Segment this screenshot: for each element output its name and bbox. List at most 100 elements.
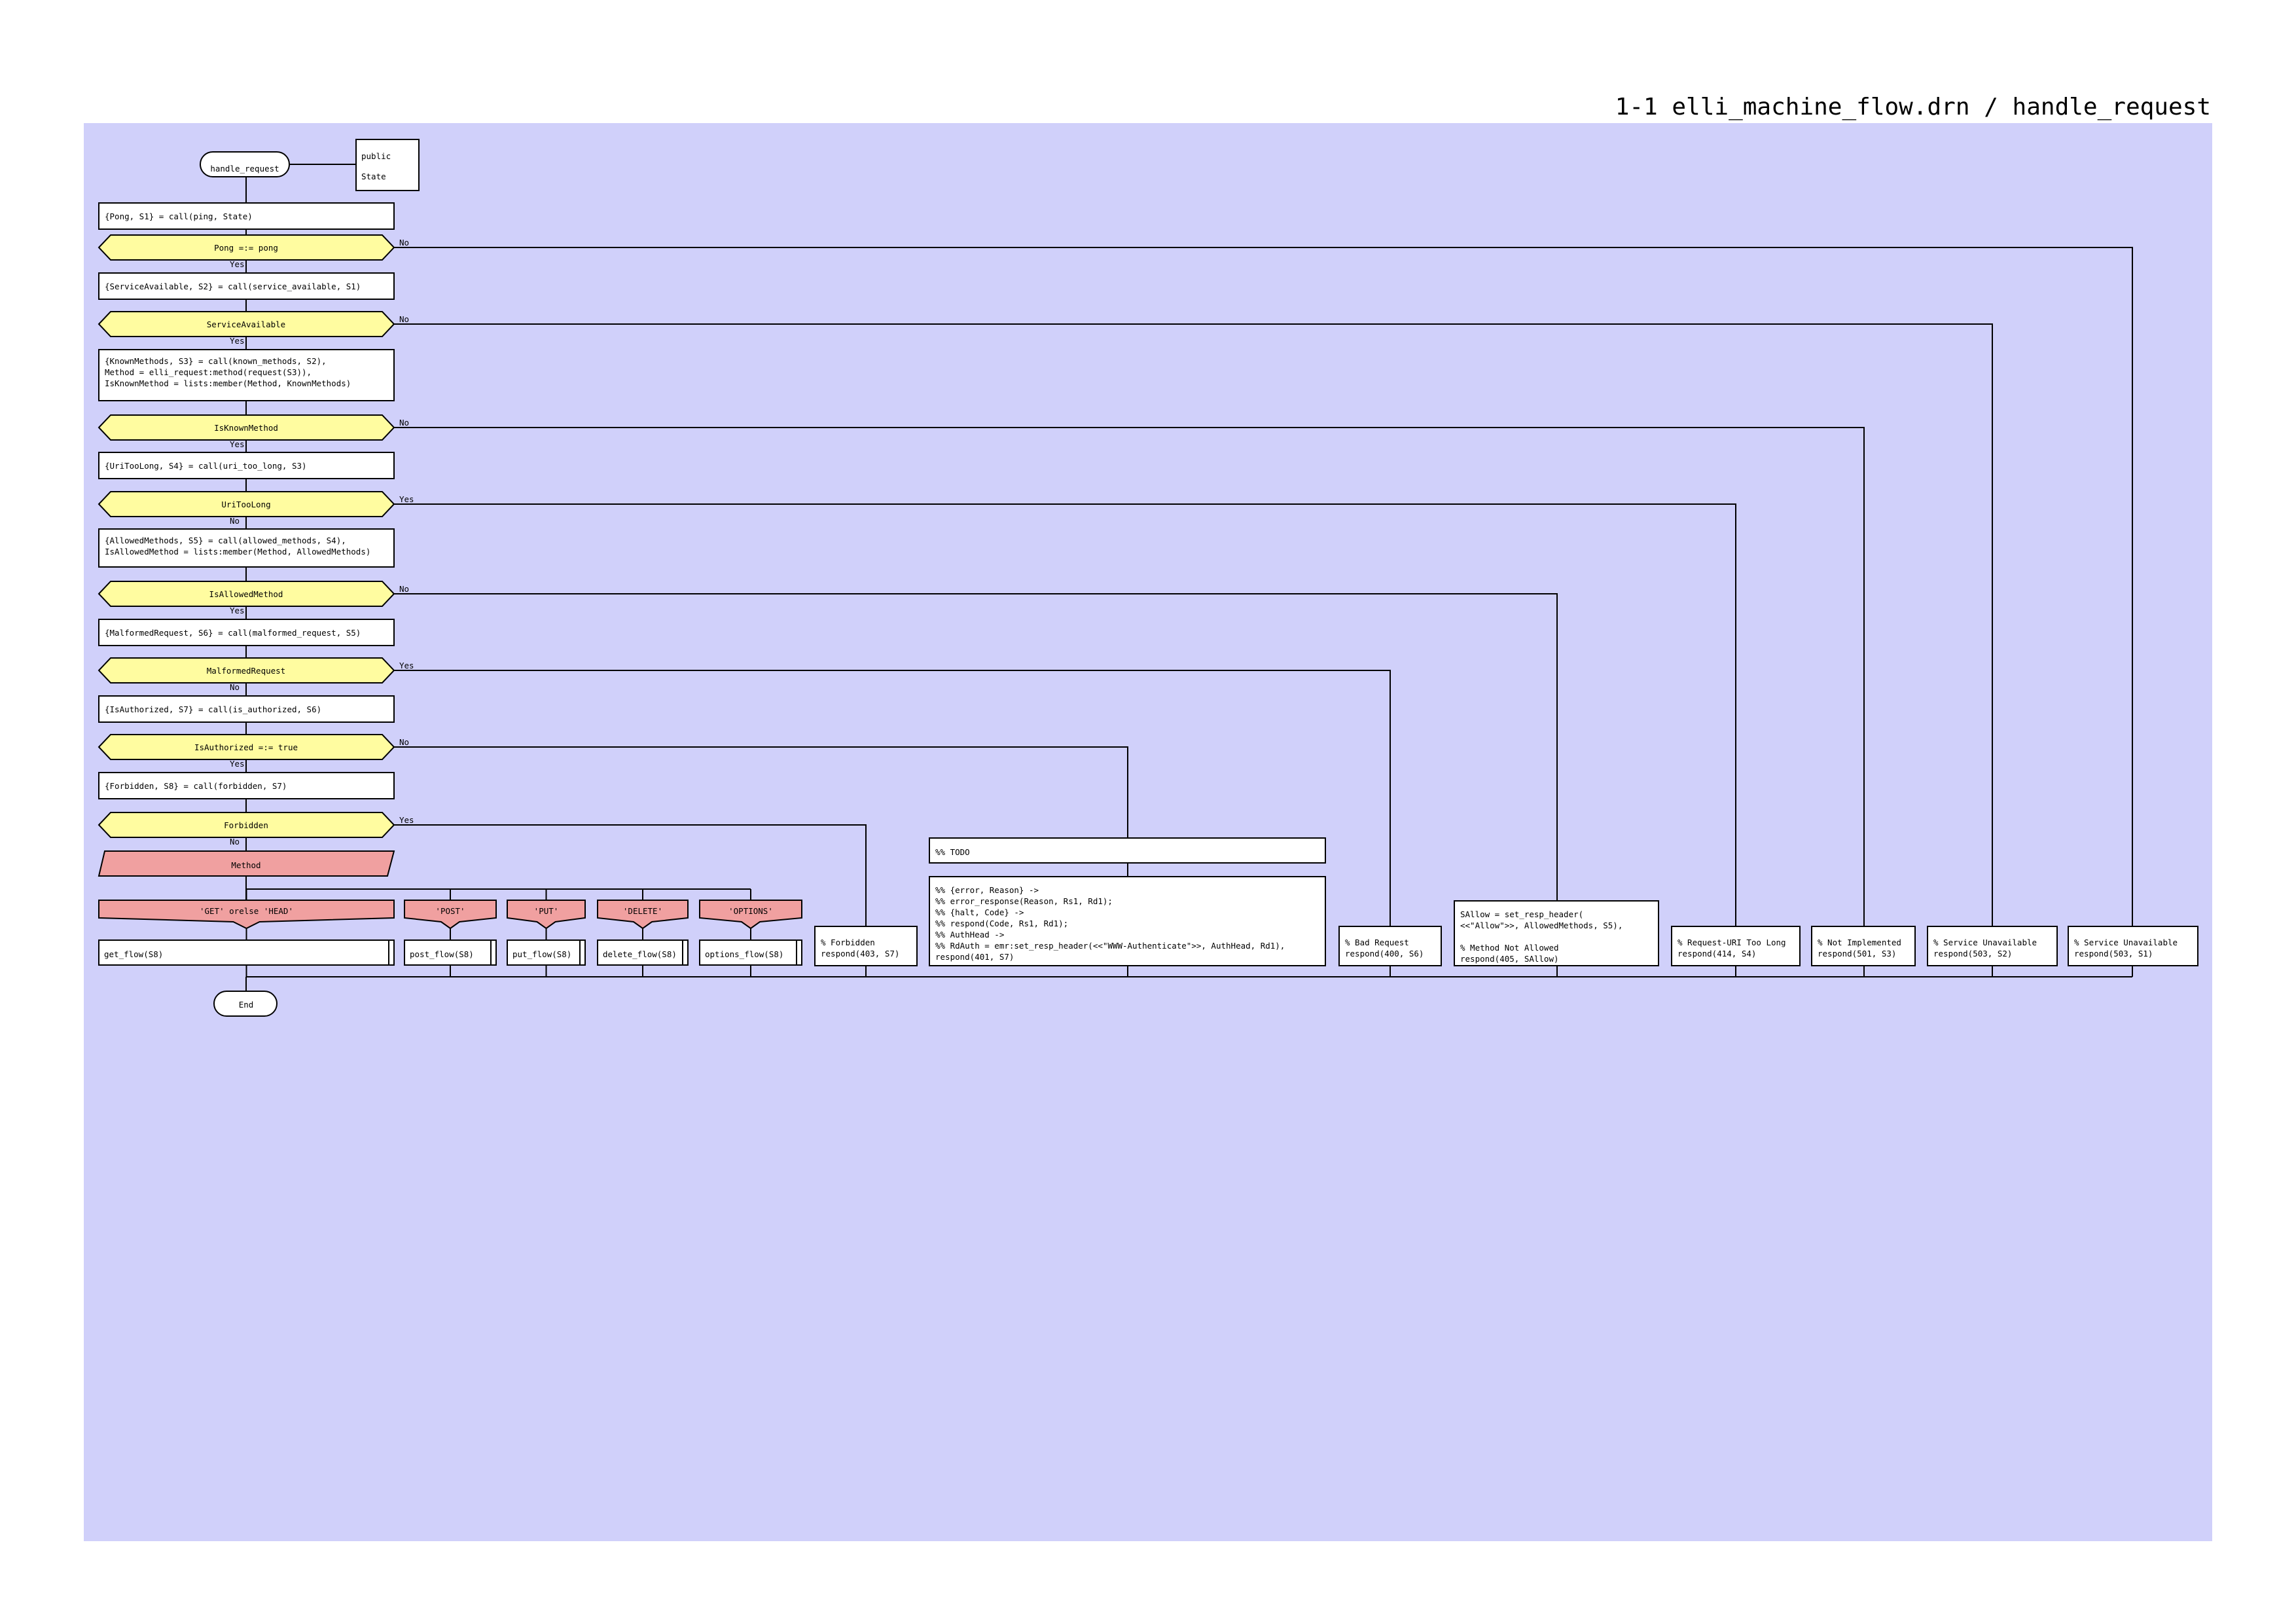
- call-label: put_flow(S8): [512, 949, 571, 959]
- exit-text: %% RdAuth = emr:set_resp_header(<<"WWW-A…: [935, 941, 1285, 951]
- call-box: [597, 939, 689, 966]
- case-box: [507, 900, 586, 930]
- exit-text: %% {halt, Code} ->: [935, 907, 1024, 917]
- decision-label: IsAuthorized =:= true: [194, 742, 298, 752]
- action-box: [98, 619, 395, 646]
- decision-label: UriTooLong: [221, 500, 270, 509]
- action-text: {Forbidden, S8} = call(forbidden, S7): [105, 781, 287, 791]
- end-terminal: [213, 991, 278, 1017]
- exit-box: [1338, 926, 1442, 966]
- exit-text: <<"Allow">>, AllowedMethods, S5),: [1460, 921, 1623, 930]
- exit-branch-label: No: [399, 314, 409, 324]
- case-label: 'GET' orelse 'HEAD': [200, 906, 293, 916]
- continue-branch-label: Yes: [230, 259, 245, 269]
- action-box: [98, 528, 395, 568]
- exit-text: %% AuthHead ->: [935, 930, 1004, 939]
- exit-line: [394, 247, 2133, 977]
- action-text: {MalformedRequest, S6} = call(malformed_…: [105, 628, 361, 638]
- action-text: {ServiceAvailable, S2} = call(service_av…: [105, 282, 361, 291]
- exit-text: SAllow = set_resp_header(: [1460, 909, 1583, 919]
- param-label: State: [361, 172, 386, 181]
- case-box: [597, 900, 689, 930]
- exit-branch-label: No: [399, 418, 409, 428]
- exit-line: [394, 593, 1558, 977]
- continue-branch-label: Yes: [230, 439, 245, 449]
- end-terminal-label: End: [239, 1000, 254, 1010]
- todo-box: [929, 837, 1326, 864]
- exit-box: [814, 926, 918, 966]
- exit-text: respond(401, S7): [935, 952, 1014, 962]
- action-text: {AllowedMethods, S5} = call(allowed_meth…: [105, 536, 346, 545]
- exit-text: respond(405, SAllow): [1460, 954, 1559, 964]
- decision-label: Pong =:= pong: [214, 243, 278, 253]
- action-text: Method = elli_request:method(request(S3)…: [105, 367, 312, 377]
- exit-box: [929, 876, 1326, 966]
- exit-branch-label: No: [399, 737, 409, 747]
- exit-text: % Request-URI Too Long: [1677, 938, 1786, 947]
- exit-text: %% {error, Reason} ->: [935, 885, 1039, 895]
- todo-label: %% TODO: [935, 847, 970, 857]
- continue-branch-label: No: [230, 837, 240, 847]
- decision-label: IsAllowedMethod: [209, 589, 283, 599]
- exit-box: [2068, 926, 2198, 966]
- params-box: [355, 139, 420, 191]
- exit-text: % Forbidden: [821, 938, 875, 947]
- action-text: IsAllowedMethod = lists:member(Method, A…: [105, 547, 370, 556]
- action-box: [98, 202, 395, 230]
- select-box: [98, 850, 395, 877]
- action-text: {KnownMethods, S3} = call(known_methods,…: [105, 356, 327, 366]
- continue-branch-label: No: [230, 516, 240, 526]
- continue-branch-label: Yes: [230, 606, 245, 615]
- exit-line: [394, 503, 1736, 977]
- select-label: Method: [231, 860, 260, 870]
- case-label: 'DELETE': [623, 906, 662, 916]
- param-label: public: [361, 151, 391, 161]
- exit-text: respond(400, S6): [1345, 949, 1424, 958]
- page-title: 1-1 elli_machine_flow.drn / handle_reque…: [1615, 94, 2211, 120]
- exit-box: [1671, 926, 1801, 966]
- exit-text: % Service Unavailable: [1933, 938, 2037, 947]
- exit-text: % Not Implemented: [1818, 938, 1901, 947]
- case-box: [699, 900, 802, 930]
- exit-branch-label: No: [399, 584, 409, 594]
- exit-line: [394, 427, 1865, 977]
- action-box: [98, 452, 395, 479]
- case-box: [98, 900, 395, 930]
- action-box: [98, 349, 395, 401]
- exit-text: %% error_response(Reason, Rs1, Rd1);: [935, 896, 1113, 906]
- call-box: [404, 939, 497, 966]
- case-box: [404, 900, 497, 930]
- exit-text: % Bad Request: [1345, 938, 1409, 947]
- exit-text: % Method Not Allowed: [1460, 943, 1559, 953]
- continue-branch-label: Yes: [230, 759, 245, 769]
- exit-text: respond(503, S1): [2074, 949, 2153, 958]
- exit-text: % Service Unavailable: [2074, 938, 2178, 947]
- call-box: [699, 939, 802, 966]
- exit-text: respond(414, S4): [1677, 949, 1756, 958]
- decision-label: ServiceAvailable: [207, 319, 285, 329]
- call-label: get_flow(S8): [104, 949, 163, 959]
- action-text: {UriTooLong, S4} = call(uri_too_long, S3…: [105, 461, 307, 471]
- exit-branch-label: Yes: [399, 661, 414, 670]
- exit-line: [394, 323, 1993, 977]
- exit-text: respond(503, S2): [1933, 949, 2012, 958]
- exit-text: respond(501, S3): [1818, 949, 1896, 958]
- decision-label: IsKnownMethod: [214, 423, 278, 433]
- decision-label: Forbidden: [224, 820, 268, 830]
- exit-line: [394, 670, 1391, 977]
- case-label: 'PUT': [534, 906, 559, 916]
- exit-box: [1811, 926, 1916, 966]
- exit-text: %% respond(Code, Rs1, Rd1);: [935, 919, 1068, 928]
- call-box: [98, 939, 395, 966]
- action-text: IsKnownMethod = lists:member(Method, Kno…: [105, 378, 351, 388]
- case-label: 'OPTIONS': [728, 906, 773, 916]
- action-text: {IsAuthorized, S7} = call(is_authorized,…: [105, 704, 321, 714]
- exit-branch-label: No: [399, 238, 409, 247]
- continue-branch-label: Yes: [230, 336, 245, 346]
- decision-label: MalformedRequest: [207, 666, 285, 676]
- action-box: [98, 772, 395, 799]
- call-label: options_flow(S8): [705, 949, 783, 959]
- continue-branch-label: No: [230, 682, 240, 692]
- action-text: {Pong, S1} = call(ping, State): [105, 211, 253, 221]
